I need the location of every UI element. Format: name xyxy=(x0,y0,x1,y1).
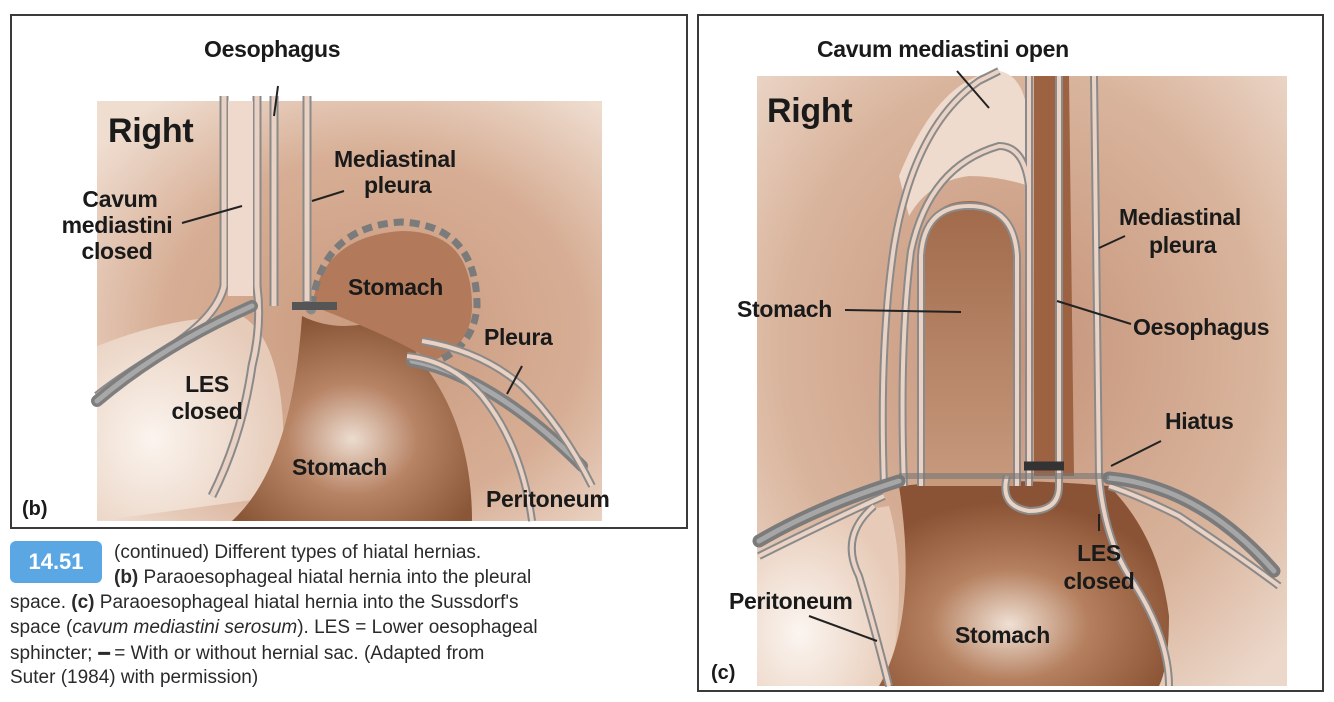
label-cavum-mediastini-open: Cavum mediastini open xyxy=(817,36,1069,62)
leader-cavum xyxy=(181,205,243,224)
label-hiatus: Hiatus xyxy=(1165,408,1234,434)
label-mediastinal-line2: pleura xyxy=(1149,232,1217,258)
panel-tag-c: (c) xyxy=(711,662,736,684)
caption-line-1: (continued) Different types of hiatal he… xyxy=(114,542,482,563)
panel-b-illustration xyxy=(91,85,602,522)
oesophagus-lumen xyxy=(1034,76,1074,476)
panel-tag-b: (b) xyxy=(22,498,48,520)
caption-line-2: (b) Paraoesophageal hiatal hernia into t… xyxy=(114,566,531,590)
caption-line-3: space. (c) Paraoesophageal hiatal hernia… xyxy=(10,591,519,615)
caption-line-4-pre: space ( xyxy=(10,617,73,638)
caption-line-4-italic: cavum mediastini serosum xyxy=(72,617,298,638)
label-mediastinal-line2: pleura xyxy=(364,172,432,198)
label-les-line2: closed xyxy=(171,398,243,424)
caption-line-5: sphincter; ▪▪▪▪▪ = With or without herni… xyxy=(10,641,484,666)
label-pleura: Pleura xyxy=(484,324,553,350)
caption-line-5-post: = With or without hernial sac. (Adapted … xyxy=(108,643,485,664)
leader-hiatus xyxy=(1110,440,1162,467)
stomach-body xyxy=(232,316,472,521)
side-label-right: Right xyxy=(767,92,853,130)
panel-b-diagram: Right Oesophagus Mediastinal pleura Cavu… xyxy=(10,14,688,529)
label-les-line1: LES xyxy=(1077,540,1121,566)
label-stomach-upper: Stomach xyxy=(737,296,833,322)
caption-b-marker: (b) xyxy=(114,567,139,588)
label-les-line1: LES xyxy=(185,371,229,397)
label-stomach-lower: Stomach xyxy=(955,622,1051,648)
herniated-stomach xyxy=(312,231,472,361)
label-stomach-hernia: Stomach xyxy=(348,274,444,300)
caption-line-3-pre: space. xyxy=(10,592,72,613)
cavum-fill xyxy=(228,101,253,296)
label-peritoneum: Peritoneum xyxy=(729,588,853,614)
caption-line-6: Suter (1984) with permission) xyxy=(10,667,259,688)
label-les-line2: closed xyxy=(1063,568,1135,594)
panel-c-illustration xyxy=(752,67,1287,687)
leader-stomach xyxy=(844,309,962,313)
caption-line-4-post: ). LES = Lower oesophageal xyxy=(297,617,538,638)
cavum-sac xyxy=(899,71,1029,216)
label-stomach-body: Stomach xyxy=(292,454,388,480)
diaphragm-right-inner xyxy=(1106,475,1277,574)
diaphragm-left-inner xyxy=(94,303,255,404)
diaphragm-right-inner xyxy=(409,358,585,469)
label-cavum-line2: mediastini xyxy=(61,212,173,238)
leader-oesophagus xyxy=(1056,300,1132,325)
leader-oesophagus xyxy=(273,85,279,117)
stomach-lower-body xyxy=(879,481,1169,686)
caption-line-5-pre: sphincter; xyxy=(10,643,98,664)
hernial-sac-outline xyxy=(308,218,481,365)
leader-mediastinal-pleura xyxy=(311,190,345,202)
caption-line-3-text: Paraoesophageal hiatal hernia into the S… xyxy=(94,592,519,613)
label-cavum-line3: closed xyxy=(81,238,153,264)
caption-c-marker: (c) xyxy=(71,592,95,613)
label-oesophagus: Oesophagus xyxy=(1133,314,1270,340)
cavum-wall-inner xyxy=(209,96,262,498)
peritoneum-line-inner xyxy=(406,354,534,522)
label-mediastinal-line1: Mediastinal xyxy=(1119,204,1241,230)
membranes-inner xyxy=(758,69,1281,687)
label-oesophagus: Oesophagus xyxy=(204,36,341,62)
label-mediastinal-line1: Mediastinal xyxy=(334,146,456,172)
panel-c-diagram: Cavum mediastini open Right Mediastinal … xyxy=(697,14,1324,692)
diaphragm-left-inner xyxy=(756,478,902,544)
caption-line-2-text: Paraoesophageal hiatal hernia into the p… xyxy=(138,567,532,588)
pleura-line-inner xyxy=(421,339,594,487)
leader-mediastinal-pleura xyxy=(1098,235,1126,249)
caption-dotted-symbol: ▪▪▪▪▪ xyxy=(97,646,111,660)
figure-number-badge: 14.51 xyxy=(10,541,102,583)
label-cavum-line1: Cavum xyxy=(82,186,158,212)
side-label-right: Right xyxy=(108,112,194,150)
caption-line-4: space (cavum mediastini serosum). LES = … xyxy=(10,616,538,640)
pale-lower-left xyxy=(757,506,899,686)
herniated-stomach xyxy=(919,201,1019,486)
leader-cavum-open xyxy=(956,70,990,109)
leader-pleura xyxy=(506,365,523,395)
label-peritoneum: Peritoneum xyxy=(486,486,610,512)
leader-peritoneum xyxy=(808,615,878,642)
